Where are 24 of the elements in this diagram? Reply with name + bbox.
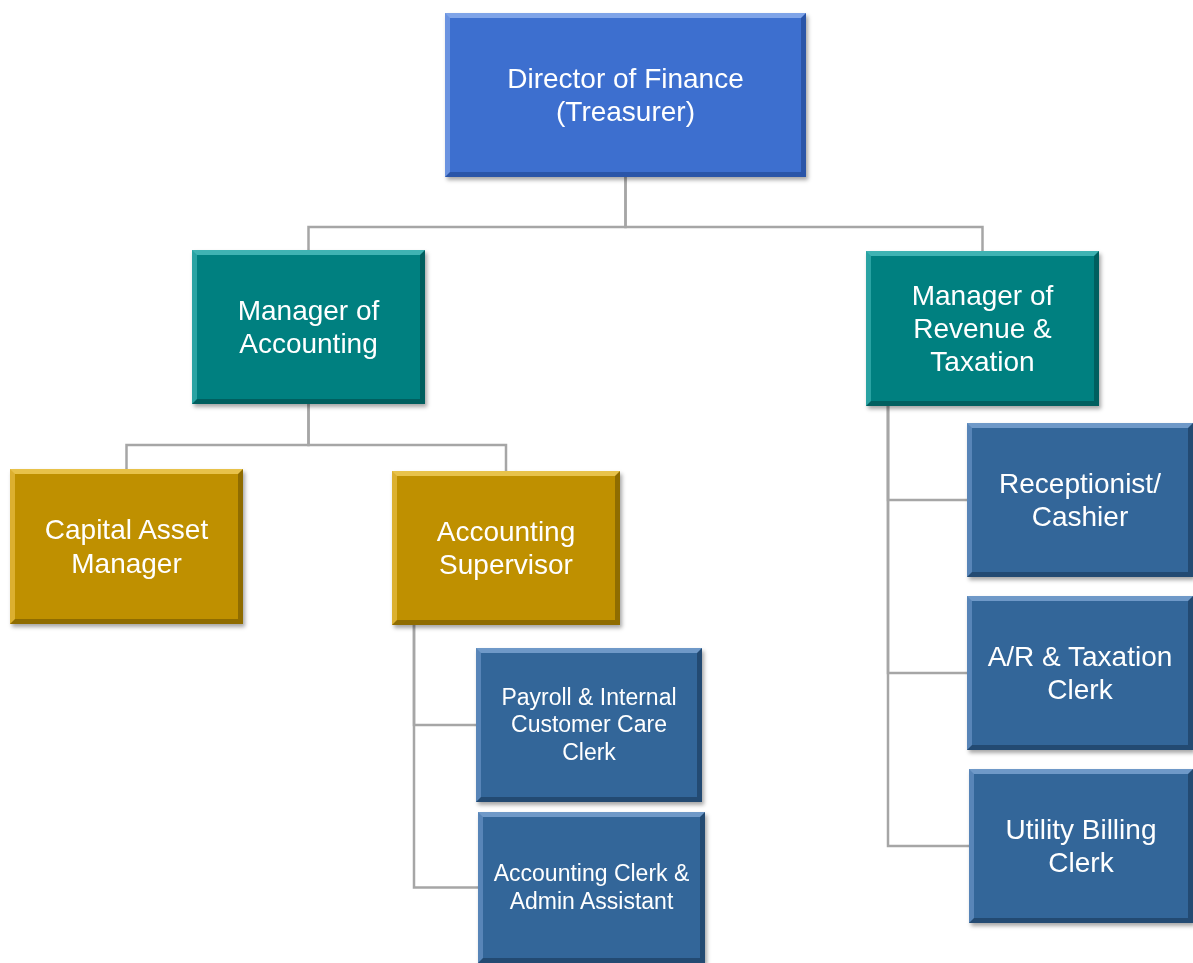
org-box [967, 423, 1193, 577]
connector-line [624, 177, 984, 251]
org-box [969, 769, 1193, 923]
org-box [478, 812, 705, 963]
org-box [967, 596, 1193, 750]
role-title: Capital Asset Manager [43, 513, 210, 580]
connector-line [307, 404, 508, 471]
org-box [476, 648, 702, 802]
org-box [392, 471, 620, 625]
role-title: Utility Billing Clerk [1004, 812, 1158, 880]
role-title: Manager of Accounting [236, 293, 381, 361]
role-title: Payroll & Internal Customer Care Clerk [500, 684, 678, 766]
role-title: A/R & Taxation Clerk [986, 639, 1174, 707]
org-box [192, 250, 425, 404]
role-title: Director of Finance (Treasurer) [506, 61, 745, 129]
role-title: Accounting Clerk & Admin Assistant [492, 860, 691, 915]
connector-line [412, 625, 478, 889]
connector-line [886, 406, 969, 848]
org-box [10, 469, 243, 624]
org-box [445, 13, 806, 177]
role-title: Accounting Supervisor [435, 514, 577, 582]
role-title: Receptionist/ Cashier [998, 466, 1162, 534]
org-box [866, 251, 1099, 406]
role-title: Manager of Revenue & Taxation [910, 278, 1055, 379]
